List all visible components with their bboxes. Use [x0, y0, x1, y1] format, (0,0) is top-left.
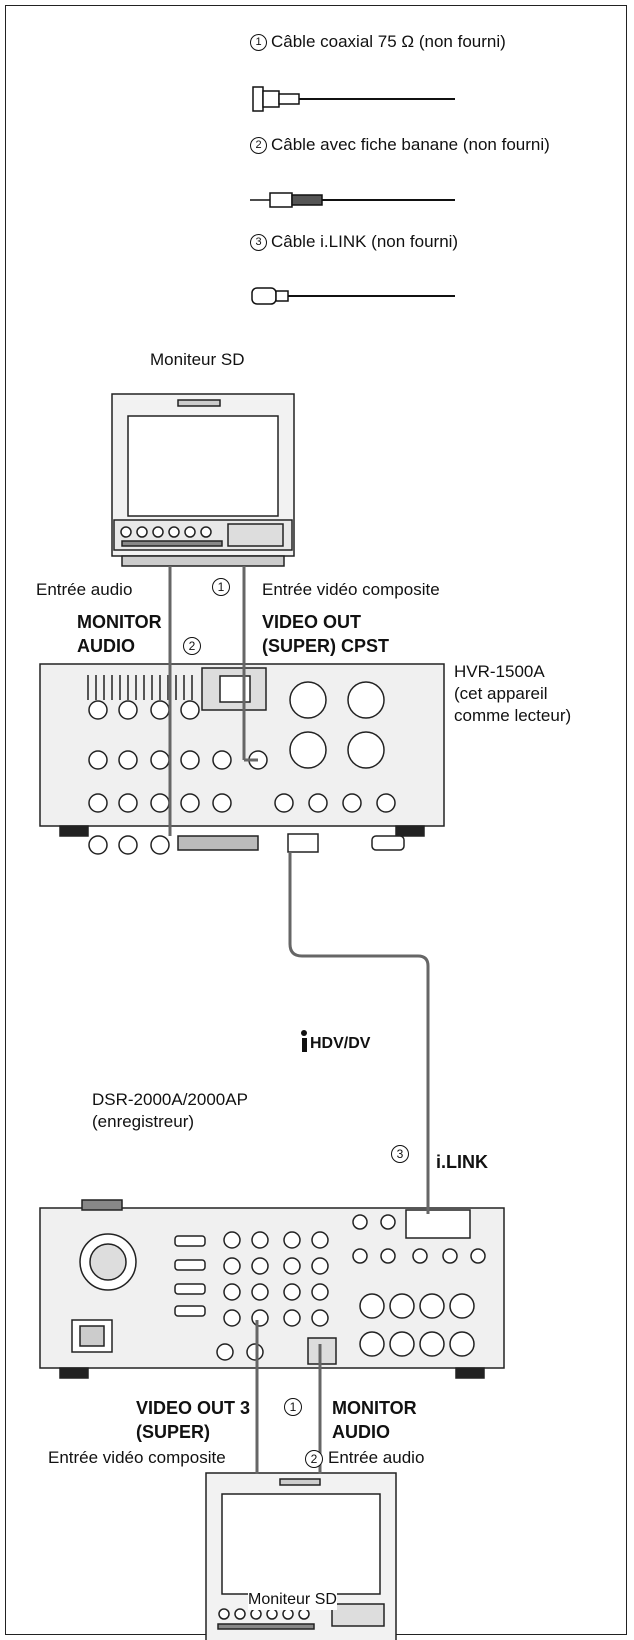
recorder-ilink-label: i.LINK — [436, 1152, 488, 1172]
top-audio-in-label: Entrée audio — [36, 580, 133, 599]
coaxial-cable-icon — [252, 86, 455, 112]
top-monitor — [111, 393, 295, 567]
bottom-monitor-title: Moniteur SD — [248, 1590, 337, 1610]
recorder-role: (enregistreur) — [92, 1112, 195, 1131]
banana-cable-icon — [250, 192, 455, 208]
recorder-video-out-line2: (SUPER) — [136, 1422, 211, 1442]
player-model: HVR-1500A — [454, 662, 545, 681]
bottom-audio-in-label: Entrée audio — [328, 1448, 425, 1467]
recorder-back-panel — [39, 1199, 505, 1379]
top-video-in-label: Entrée vidéo composite — [262, 580, 440, 599]
player-video-out-line1: VIDEO OUT — [262, 612, 362, 632]
player-monitor-audio-line1: MONITOR — [77, 612, 162, 632]
bottom-video-in-label: Entrée vidéo composite — [48, 1448, 226, 1467]
recorder-video-out-line1: VIDEO OUT 3 — [136, 1398, 251, 1418]
circle-1-bottom: 1 — [284, 1398, 302, 1416]
circle-1-top: 1 — [212, 578, 230, 596]
player-back-panel — [39, 663, 445, 855]
player-hdv-label: HDV/DV — [310, 1035, 371, 1052]
circle-2-top: 2 — [183, 637, 201, 655]
top-monitor-title: Moniteur SD — [150, 350, 245, 369]
ilink-cable-icon — [251, 287, 455, 305]
player-role-line1: (cet appareil — [454, 684, 548, 703]
recorder-monitor-audio-line2: AUDIO — [332, 1422, 390, 1442]
bottom-monitor — [205, 1472, 397, 1640]
player-video-out-line2: (SUPER) CPST — [262, 636, 390, 656]
recorder-model: DSR-2000A/2000AP — [92, 1090, 248, 1109]
ilink-logo-icon — [301, 1030, 307, 1052]
player-role-line2: comme lecteur) — [454, 706, 572, 725]
cable-lines — [168, 566, 430, 1474]
circle-2-bottom: 2 — [305, 1450, 323, 1468]
circle-3: 3 — [391, 1145, 409, 1163]
recorder-monitor-audio-line1: MONITOR — [332, 1398, 417, 1418]
player-monitor-audio-line2: AUDIO — [77, 636, 135, 656]
